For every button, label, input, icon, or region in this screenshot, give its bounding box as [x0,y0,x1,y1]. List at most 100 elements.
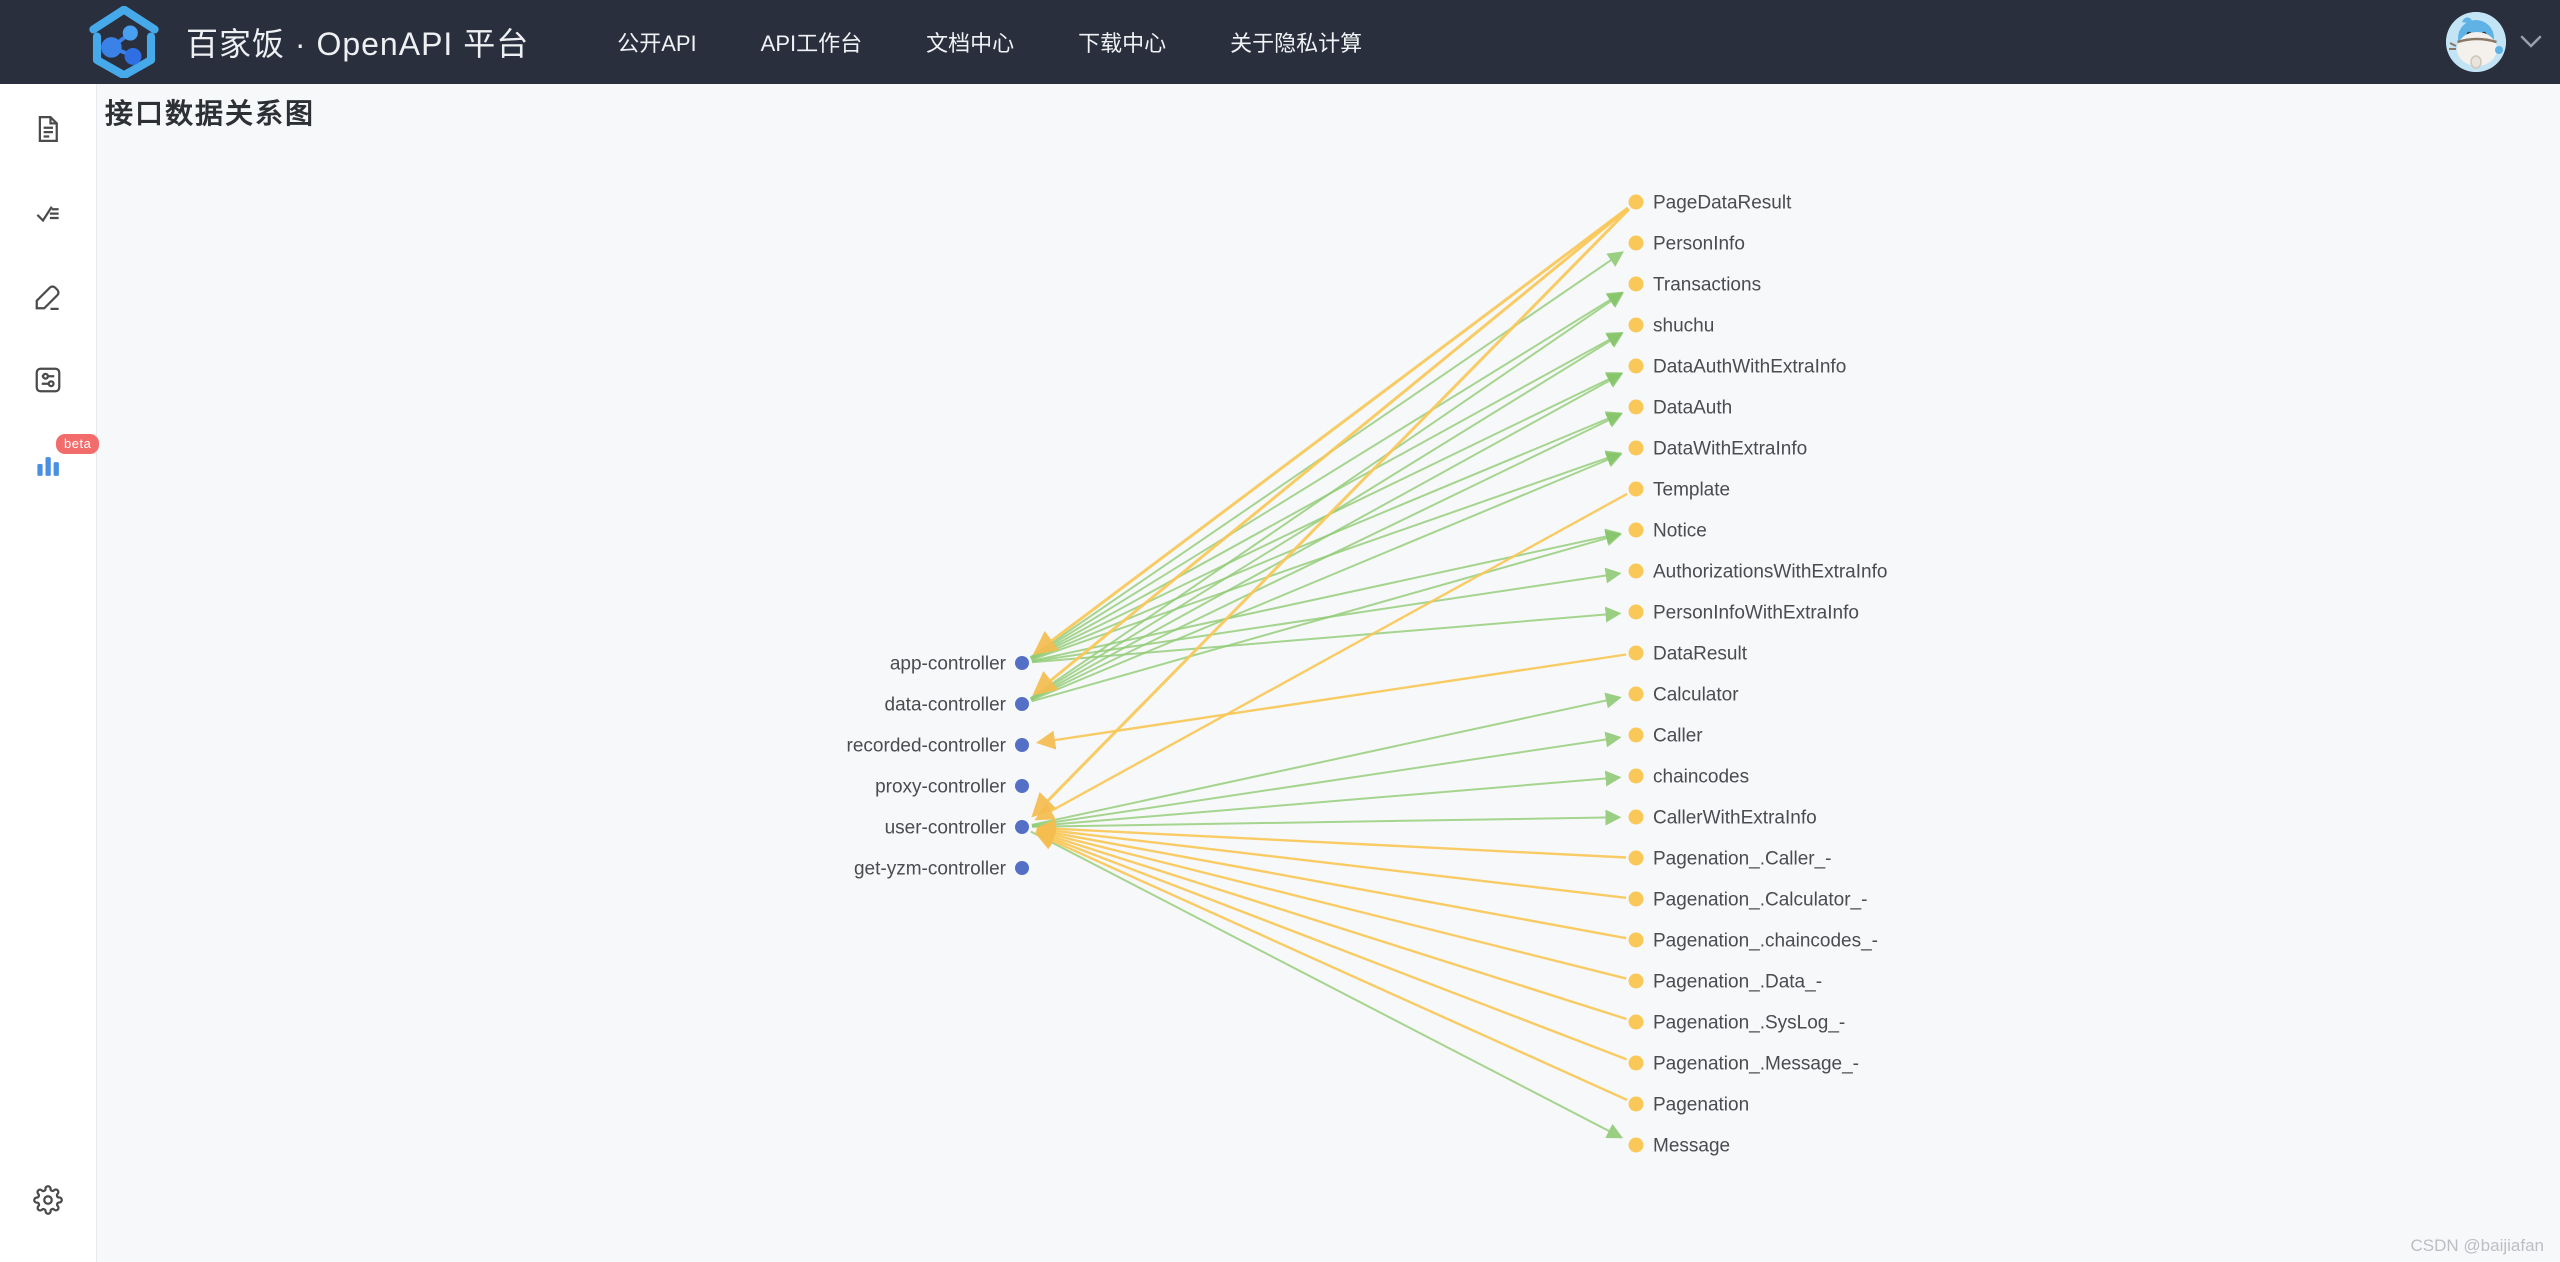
graph-node-label-DataAuth: DataAuth [1653,398,1732,419]
graph-node-Pagenation_.Caller_-[interactable] [1628,850,1644,866]
graph-node-PersonInfo[interactable] [1628,235,1644,251]
bar-chart-icon [37,457,59,476]
graph-edge-data-controller-to-Transactions [1029,292,1624,700]
graph-edge-data-controller-to-DataAuthWithExtraInfo [1030,373,1624,701]
graph-node-label-DataWithExtraInfo: DataWithExtraInfo [1653,439,1807,460]
sidebar-item-api-config[interactable] [31,363,65,397]
chevron-down-icon[interactable] [2520,35,2542,49]
graph-edge-Pagenation_.chaincodes_--to-user-controller [1035,823,1627,940]
graph-edge-Pagenation_.Message_--to-user-controller [1035,829,1628,1061]
graph-node-Pagenation_.Data_-[interactable] [1628,973,1644,989]
graph-node-CallerWithExtraInfo[interactable] [1628,809,1644,825]
graph-node-DataResult[interactable] [1628,645,1644,661]
graph-node-app-controller[interactable] [1015,656,1029,670]
api-config-icon [35,367,61,393]
main-content: 接口数据关系图 app-controller data-controller rec… [97,84,2560,1262]
graph-node-Calculator[interactable] [1628,686,1644,702]
nav-item-public-api[interactable]: 公开API [617,31,697,56]
sidebar-item-settings[interactable] [31,1183,65,1217]
nav-item-privacy-compute[interactable]: 关于隐私计算 [1230,31,1363,56]
brand-title: 百家饭 · OpenAPI 平台 [186,26,530,62]
graph-edge-data-controller-to-DataAuth [1030,413,1623,701]
graph-edge-app-controller-to-PersonInfoWithExtraInfo [1031,606,1622,664]
mascot-avatar-icon [2446,12,2506,72]
user-area [2446,12,2542,72]
graph-node-Notice[interactable] [1628,522,1644,538]
avatar[interactable] [2446,12,2506,72]
graph-node-label-Caller: Caller [1653,726,1703,747]
graph-node-Pagenation_.Calculator_-[interactable] [1628,891,1644,907]
graph-edge-Pagenation_.Caller_--to-user-controller [1036,819,1627,859]
graph-node-label-Pagenation_.SysLog_-: Pagenation_.SysLog_- [1653,1013,1845,1034]
page-title: 接口数据关系图 [105,98,316,129]
graph-node-Caller[interactable] [1628,727,1644,743]
sidebar-item-data-graph-active[interactable] [31,447,65,481]
graph-node-Pagenation[interactable] [1628,1096,1644,1112]
graph-node-label-DataAuthWithExtraInfo: DataAuthWithExtraInfo [1653,357,1846,378]
graph-node-user-controller[interactable] [1015,820,1029,834]
graph-node-DataWithExtraInfo[interactable] [1628,440,1644,456]
graph-node-label-data-controller: data-controller [885,695,1007,716]
nav-item-api-workbench[interactable]: API工作台 [760,31,863,56]
graph-node-proxy-controller[interactable] [1015,779,1029,793]
graph-node-label-PersonInfoWithExtraInfo: PersonInfoWithExtraInfo [1653,603,1859,624]
beta-badge: beta [56,434,100,454]
graph-edge-app-controller-to-Notice [1031,528,1622,662]
graph-node-label-user-controller: user-controller [885,818,1007,839]
graph-node-label-Message: Message [1653,1136,1730,1157]
edit-pen-icon [35,285,60,310]
graph-node-Transactions[interactable] [1628,276,1644,292]
graph-node-data-controller[interactable] [1015,697,1029,711]
graph-edge-data-controller-to-Notice [1031,530,1622,703]
main-nav: 公开API API工作台 文档中心 下载中心 关于隐私计算 [617,26,1426,58]
graph-node-label-Pagenation_.chaincodes_-: Pagenation_.chaincodes_- [1653,931,1878,952]
graph-node-Pagenation_.chaincodes_-[interactable] [1628,932,1644,948]
graph-edge-user-controller-to-Calculator [1031,692,1622,826]
graph-node-get-yzm-controller[interactable] [1015,861,1029,875]
graph-node-shuchu[interactable] [1628,317,1644,333]
app-logo-icon [89,6,159,78]
sidebar: beta [0,84,100,1262]
graph-node-DataAuth[interactable] [1628,399,1644,415]
graph-node-label-Notice: Notice [1653,521,1707,542]
nav-item-download-center[interactable]: 下载中心 [1078,31,1167,56]
graph-node-PersonInfoWithExtraInfo[interactable] [1628,604,1644,620]
sidebar-item-documents[interactable] [31,112,65,146]
graph-edge-data-controller-to-DataWithExtraInfo [1030,452,1623,702]
graph-edge-DataResult-to-recorded-controller [1035,653,1627,750]
graph-node-label-PageDataResult: PageDataResult [1653,193,1792,214]
graph-node-DataAuthWithExtraInfo[interactable] [1628,358,1644,374]
top-navbar: 百家饭 · OpenAPI 平台 公开API API工作台 文档中心 下载中心 … [0,0,2560,84]
graph-node-label-Pagenation_.Caller_-: Pagenation_.Caller_- [1653,849,1832,870]
graph-node-label-Calculator: Calculator [1653,685,1739,706]
graph-node-label-PersonInfo: PersonInfo [1653,234,1745,255]
nav-item-docs-center[interactable]: 文档中心 [926,31,1015,56]
graph-node-AuthorizationsWithExtraInfo[interactable] [1628,563,1644,579]
watermark: CSDN @baijiafan [2410,1236,2544,1255]
graph-node-label-CallerWithExtraInfo: CallerWithExtraInfo [1653,808,1817,829]
graph-edge-user-controller-to-Caller [1031,731,1622,827]
graph-edge-user-controller-to-chaincodes [1031,770,1622,828]
graph-node-PageDataResult[interactable] [1628,194,1644,210]
graph-edge-PageDataResult-to-user-controller [1031,208,1631,818]
nodes-layer: app-controller data-controller recorded-co… [847,193,1888,1157]
graph-edge-Pagenation-to-user-controller [1034,831,1628,1101]
graph-node-label-app-controller: app-controller [890,654,1007,675]
sidebar-item-tasks[interactable] [31,196,65,230]
graph-node-label-recorded-controller: recorded-controller [847,736,1007,757]
graph-edge-PageDataResult-to-data-controller [1032,207,1630,696]
graph-node-Pagenation_.SysLog_-[interactable] [1628,1014,1644,1030]
graph-edge-user-controller-to-CallerWithExtraInfo [1031,809,1622,828]
brand-area: 百家饭 · OpenAPI 平台 [78,6,529,78]
graph-node-label-Transactions: Transactions [1653,275,1761,296]
graph-node-label-AuthorizationsWithExtraInfo: AuthorizationsWithExtraInfo [1653,562,1887,583]
sidebar-item-edit[interactable] [31,280,65,314]
graph-node-Template[interactable] [1628,481,1644,497]
graph-node-Pagenation_.Message_-[interactable] [1628,1055,1644,1071]
graph-node-Message[interactable] [1628,1137,1644,1153]
tasks-check-icon [36,206,59,223]
graph-edge-Pagenation_.Calculator_--to-user-controller [1036,821,1627,899]
graph-node-recorded-controller[interactable] [1015,738,1029,752]
graph-node-chaincodes[interactable] [1628,768,1644,784]
graph-node-label-Pagenation_.Data_-: Pagenation_.Data_- [1653,972,1822,993]
